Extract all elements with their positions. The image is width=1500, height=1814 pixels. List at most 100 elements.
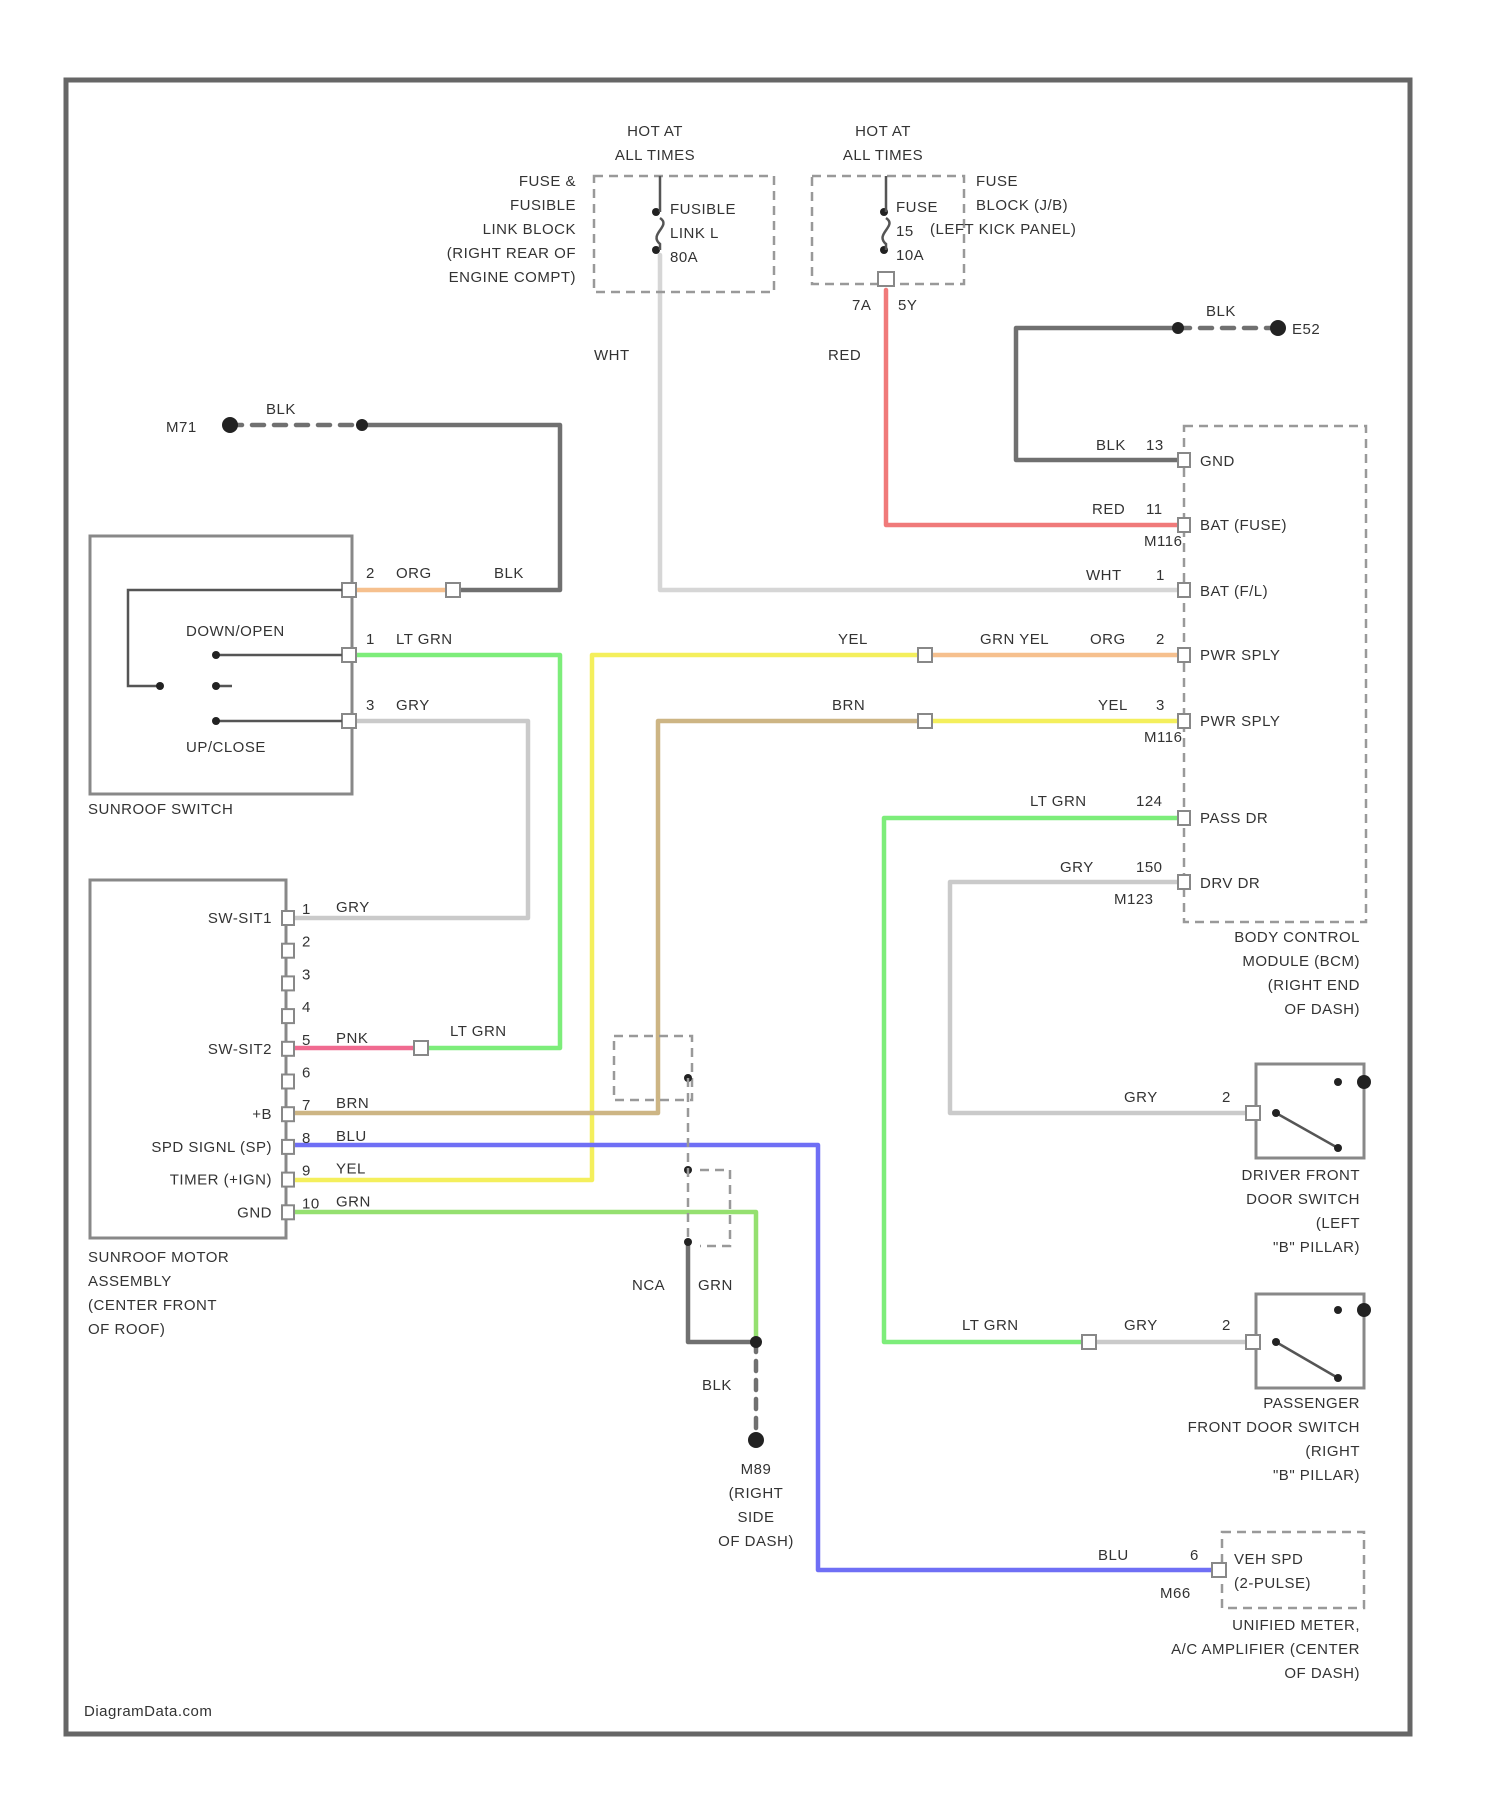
motor-pin-5 [282,1042,294,1056]
driver-switch-box [1256,1064,1364,1158]
motor-pin-num: 4 [302,999,311,1016]
motor-name-1: SUNROOF MOTOR [88,1249,229,1266]
motor-name-3: (CENTER FRONT [88,1297,217,1314]
motor-pin-1 [282,911,294,925]
motor-pin-8 [282,1140,294,1154]
motor-pin-label: GND [237,1204,272,1221]
bcm-pin-wire-0: BLK [1096,437,1126,454]
wire-label-grn: GRN [698,1277,733,1294]
bcm-pin-num-6: 150 [1136,859,1163,876]
motor-inline-connector [414,1041,428,1055]
inline-connector-brn [918,714,932,728]
motor-pin-num: 8 [302,1130,311,1147]
motor-pin5-far-wire: LT GRN [450,1023,507,1040]
bcm-pin-wire-5: LT GRN [1030,793,1087,810]
bcm-pin-wire-1: RED [1092,501,1125,518]
bcm-pin-wire-4: YEL [1098,697,1128,714]
bcm-connector-1: M116 [1144,533,1182,550]
wire-gry-bcm-to-driver [950,882,1252,1113]
wire-wht-fusible-to-bcm [660,255,1184,590]
switch-pin-wire-2: GRY [396,697,430,714]
driver-switch-name-1: DRIVER FRONT [1242,1167,1361,1184]
motor-pin-label: SPD SIGNL (SP) [151,1139,272,1156]
bcm-connector-1b: M116 [1144,729,1182,746]
motor-name-4: OF ROOF) [88,1321,165,1338]
shield-symbol-top [614,1036,692,1100]
fusible-rating: 80A [670,249,698,266]
bcm-pin-num-2: 1 [1156,567,1165,584]
fuse-connector-2: 5Y [898,297,917,314]
driver-switch-name-4: "B" PILLAR) [1273,1239,1360,1256]
motor-pin-10 [282,1205,294,1219]
fusible-name-2: LINK L [670,225,719,242]
bcm-pin-label-3: PWR SPLY [1200,647,1280,664]
passenger-switch-name-2: FRONT DOOR SWITCH [1188,1419,1360,1436]
motor-pin-num: 5 [302,1032,311,1049]
ground-m71-wire: BLK [266,401,296,418]
motor-pin-num: 2 [302,934,311,951]
ground-junction [750,1336,762,1348]
wire-label-red: RED [828,347,861,364]
fuse-location-2: BLOCK (J/B) [976,197,1068,214]
bcm-connector-2: M123 [1114,891,1154,908]
fuse-location-3: (LEFT KICK PANEL) [930,221,1076,238]
fusible-location-2: FUSIBLE [510,197,576,214]
motor-pin-num: 7 [302,1097,311,1114]
meter-name-1: UNIFIED METER, [1232,1617,1360,1634]
motor-pin-wire: GRN [336,1193,371,1210]
motor-name-2: ASSEMBLY [88,1273,172,1290]
switch-contact-2 [156,682,164,690]
fuse-name: FUSE [896,199,938,216]
switch-pin-far-0: BLK [494,565,524,582]
motor-pin-wire: BRN [336,1095,369,1112]
driver-switch-pin [1246,1106,1260,1120]
bcm-pin-wire-3: ORG [1090,631,1126,648]
fuse-hot-label-2: ALL TIMES [843,147,923,164]
shield-symbol-lines [688,1078,730,1246]
wire-red-fuse-to-bcm [886,290,1184,525]
ground-m89-location-1: (RIGHT [729,1485,784,1502]
wire-label-nca: NCA [632,1277,665,1294]
passenger-switch-num: 2 [1222,1317,1231,1334]
motor-pin-3 [282,976,294,990]
motor-pin-7 [282,1107,294,1121]
inline-connector-yel [918,648,932,662]
bcm-pin-label-2: BAT (F/L) [1200,583,1268,600]
wire-blu-motor-to-meter [294,1145,1218,1570]
bcm-name-1: BODY CONTROL [1234,929,1360,946]
fusible-location-1: FUSE & [519,173,576,190]
switch-pin-3 [342,714,356,728]
meter-box-2: (2-PULSE) [1234,1575,1311,1592]
watermark: DiagramData.com [84,1703,212,1720]
meter-box-1: VEH SPD [1234,1551,1303,1568]
motor-pin-label: SW-SIT2 [208,1041,272,1058]
driver-switch-name-3: (LEFT [1316,1215,1360,1232]
ground-e52-wire: BLK [1206,303,1236,320]
driver-switch-wire: GRY [1124,1089,1158,1106]
wire-label-grn-yel: GRN YEL [980,631,1049,648]
motor-pin-9 [282,1173,294,1187]
passenger-switch-name-3: (RIGHT [1305,1443,1360,1460]
fuse-location-1: FUSE [976,173,1018,190]
motor-pin-wire: GRY [336,899,370,916]
fusible-hot-label-2: ALL TIMES [615,147,695,164]
bcm-pin-num-5: 124 [1136,793,1163,810]
switch-pin-wire-0: ORG [396,565,432,582]
driver-switch-num: 2 [1222,1089,1231,1106]
bcm-pin-wire-2: WHT [1086,567,1122,584]
switch-contact-3 [212,682,220,690]
passenger-switch-node-2 [1334,1374,1342,1382]
sunroof-switch-internal [128,590,342,721]
passenger-switch-name-1: PASSENGER [1263,1395,1360,1412]
meter-box [1222,1532,1364,1608]
bcm-pin-bat-fl [1178,583,1190,597]
motor-pin-num: 6 [302,1065,311,1082]
bcm-pin-num-1: 11 [1146,501,1163,518]
bcm-pin-label-0: GND [1200,453,1235,470]
passenger-switch-name-4: "B" PILLAR) [1273,1467,1360,1484]
motor-pin-2 [282,944,294,958]
fuse-rating: 10A [896,247,924,264]
bcm-pin-pwr2 [1178,714,1190,728]
